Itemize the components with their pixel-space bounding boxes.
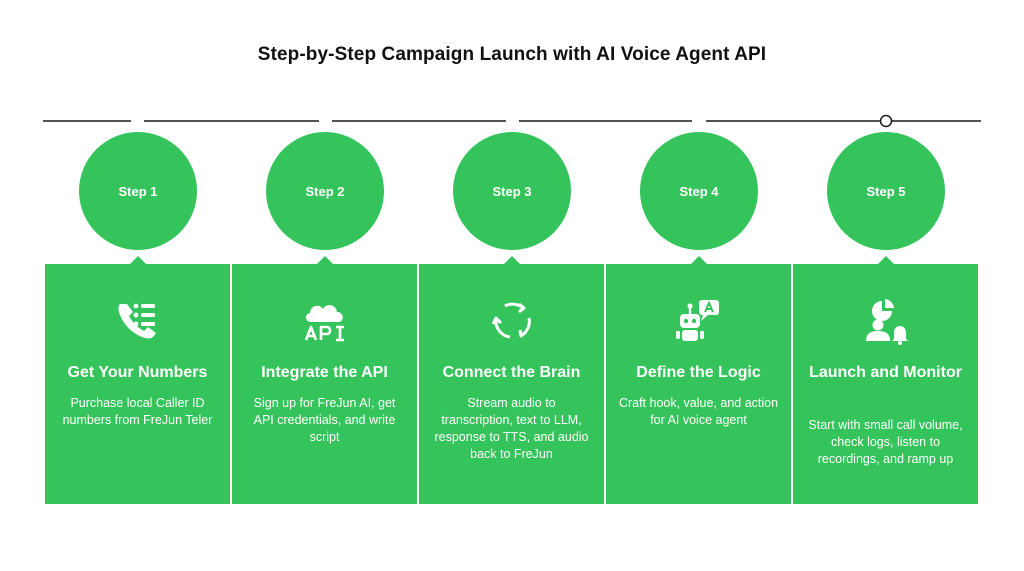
step-description: Purchase local Caller ID numbers from Fr…	[62, 396, 213, 427]
step-panel: Launch and Monitor Start with small call…	[793, 264, 978, 504]
step-panel: Get Your Numbers Purchase local Caller I…	[45, 264, 230, 504]
phone-list-icon	[112, 294, 164, 346]
cloud-api-icon	[299, 294, 351, 346]
step-panel: Define the Logic Craft hook, value, and …	[606, 264, 791, 504]
step-heading: Connect the Brain	[442, 364, 581, 381]
step-label: Step 4	[679, 183, 719, 199]
step-heading: Integrate the API	[261, 364, 388, 381]
step-circle: Step 2	[266, 132, 384, 250]
page-title: Step-by-Step Campaign Launch with AI Voi…	[257, 44, 767, 65]
step-card-3: Step 3 Connect the Brain Stream audio to…	[419, 132, 606, 504]
user-chart-bell-icon	[860, 294, 912, 346]
step-heading: Launch and Monitor	[809, 364, 962, 381]
step-label: Step 1	[118, 183, 158, 199]
step-circle: Step 3	[453, 132, 571, 250]
timeline-marker	[879, 114, 893, 128]
step-heading: Get Your Numbers	[67, 364, 208, 381]
step-description: Sign up for FreJun AI, get API credentia…	[253, 396, 396, 444]
robot-chat-icon	[673, 294, 725, 346]
step-description: Craft hook, value, and action for AI voi…	[618, 396, 779, 427]
step-description: Start with small call volume, check logs…	[808, 418, 963, 466]
step-circle: Step 5	[827, 132, 945, 250]
step-card-1: Step 1 Get Your Numbers Purchase local C…	[45, 132, 232, 504]
step-circle: Step 1	[79, 132, 197, 250]
step-label: Step 2	[305, 183, 345, 199]
step-panel: Integrate the API Sign up for FreJun AI,…	[232, 264, 417, 504]
step-card-2: Step 2 Integrate the API Sign up for Fre…	[232, 132, 419, 504]
step-card-5: Step 5 Launch and Monitor Start with sma…	[793, 132, 980, 504]
step-heading: Define the Logic	[636, 364, 761, 381]
step-panel: Connect the Brain Stream audio to transc…	[419, 264, 604, 504]
step-label: Step 5	[866, 183, 906, 199]
step-card-4: Step 4 Define the Logic Craft hook, valu…	[606, 132, 793, 504]
cycle-arrows-icon	[486, 294, 538, 346]
step-description: Stream audio to transcription, text to L…	[434, 396, 589, 461]
step-circle: Step 4	[640, 132, 758, 250]
step-label: Step 3	[492, 183, 532, 199]
